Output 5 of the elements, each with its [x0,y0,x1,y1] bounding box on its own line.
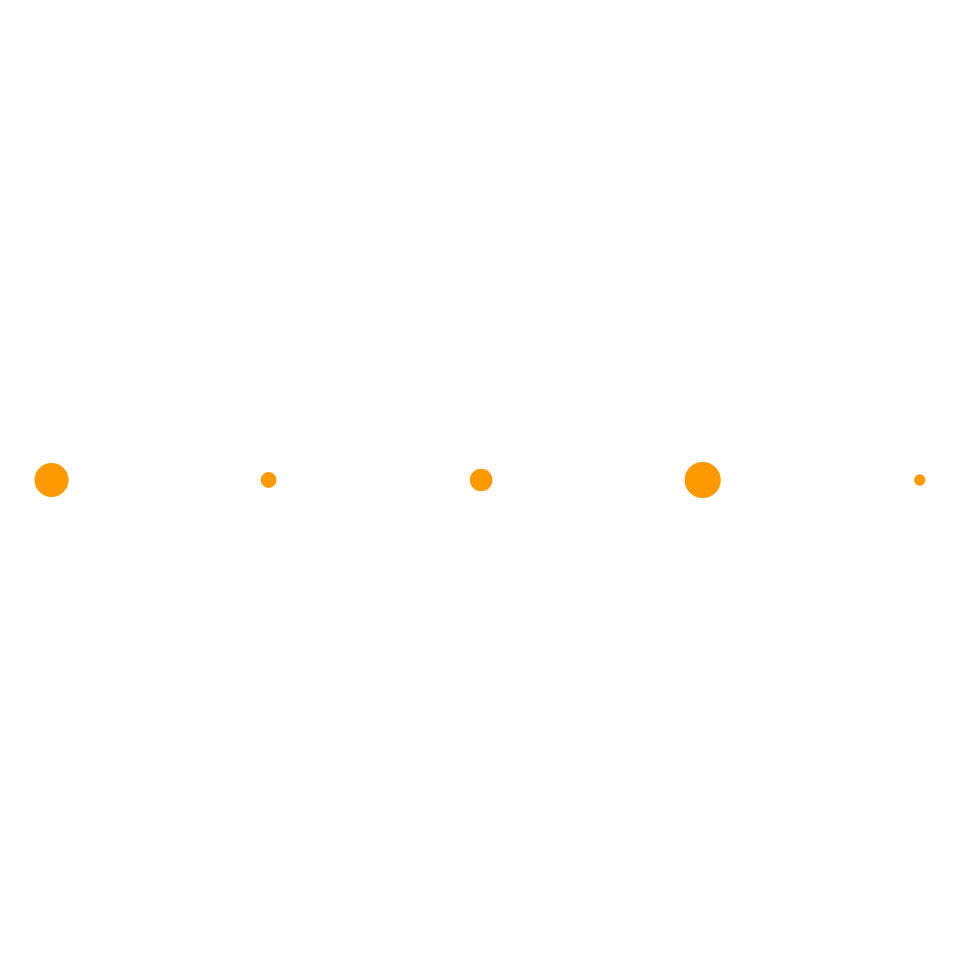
node-circle [260,472,277,488]
node-circle [469,468,493,492]
node-circle [914,474,926,486]
node-circle [34,463,69,497]
node-circle [684,461,721,499]
